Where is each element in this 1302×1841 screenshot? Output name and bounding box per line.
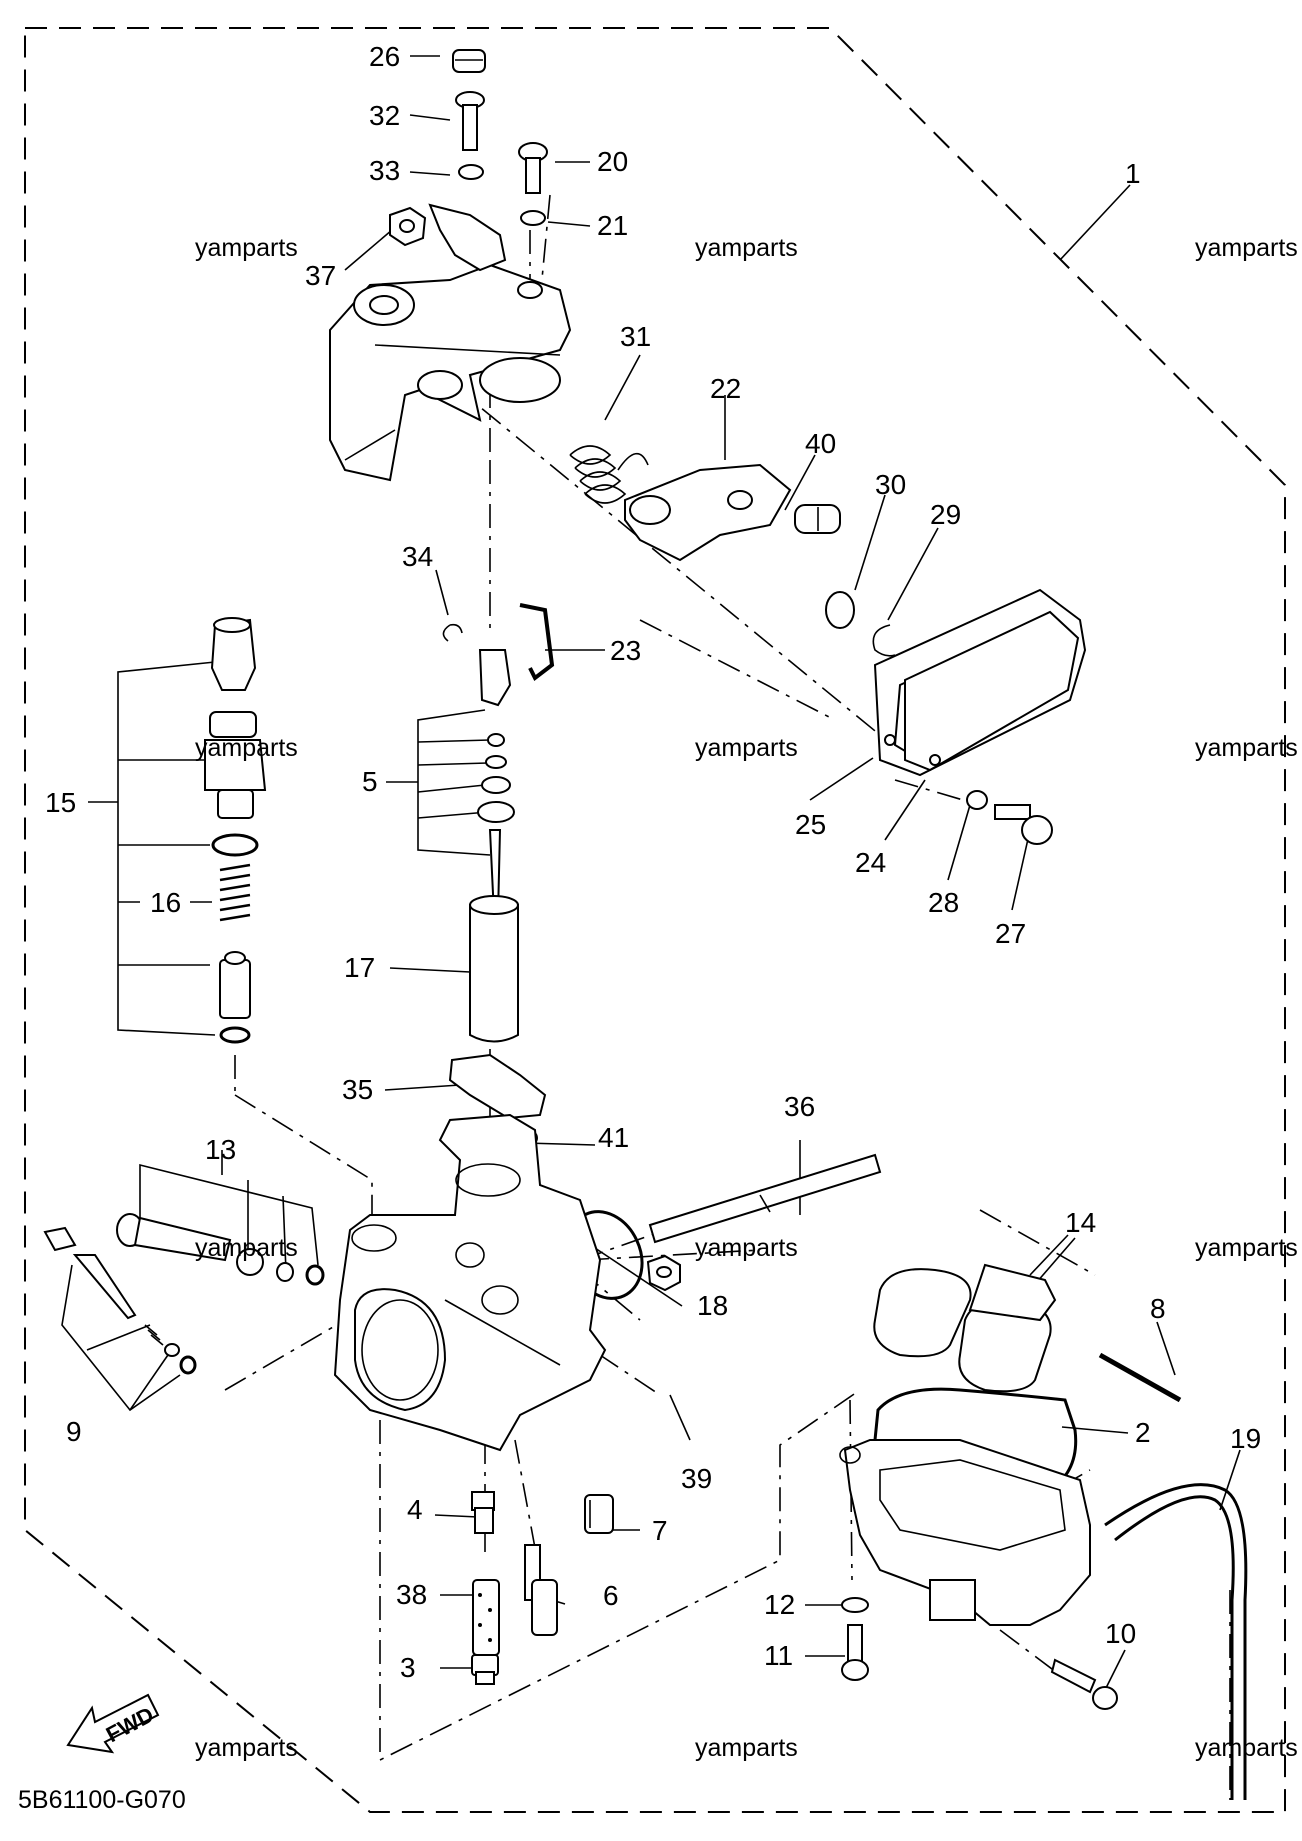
callout-17: 17 [344, 952, 375, 983]
watermark: yamparts [695, 234, 798, 262]
part-carb-body [333, 1113, 607, 1452]
part-35-gasket [448, 1053, 547, 1120]
part-30-washer [825, 591, 855, 629]
callout-32: 32 [369, 100, 400, 131]
watermark: yamparts [1195, 234, 1298, 262]
part-15-assembly [204, 617, 267, 1044]
watermark: yamparts [195, 234, 298, 262]
callout-19: 19 [1230, 1423, 1261, 1454]
callout-26: 26 [369, 41, 400, 72]
part-24-cover [904, 610, 1080, 772]
callout-10: 10 [1105, 1618, 1136, 1649]
part-7-jet [584, 1494, 614, 1534]
part-32-screw [455, 91, 485, 151]
watermark: yamparts [195, 1234, 298, 1262]
watermarks: yamparts yamparts yamparts yamparts yamp… [195, 234, 1298, 1762]
callout-28: 28 [928, 887, 959, 918]
part-13-screw-set [116, 1213, 325, 1286]
watermark: yamparts [695, 734, 798, 762]
fwd-arrow-icon: FWD [66, 1693, 160, 1754]
callout-3: 3 [400, 1652, 416, 1683]
callout-34: 34 [402, 541, 433, 572]
watermark: yamparts [195, 1734, 298, 1762]
diagram-code: 5B61100-G070 [18, 1786, 186, 1814]
part-36-tube [648, 1153, 882, 1244]
callout-30: 30 [875, 469, 906, 500]
part-8-pin [1098, 1352, 1182, 1403]
part-40-screw [794, 504, 841, 534]
part-37-nut [389, 206, 427, 247]
part-17-throttle-valve [469, 895, 519, 1043]
callout-22: 22 [710, 373, 741, 404]
callout-2: 2 [1135, 1417, 1151, 1448]
callout-1: 1 [1125, 158, 1141, 189]
part-10-screw [1050, 1658, 1118, 1710]
callout-9: 9 [66, 1416, 82, 1447]
callout-8: 8 [1150, 1293, 1166, 1324]
callout-41: 41 [598, 1122, 629, 1153]
callout-38: 38 [396, 1579, 427, 1610]
part-33-washer [458, 164, 484, 180]
leader-lines [61, 55, 1241, 1701]
part-4-jet [471, 1491, 495, 1534]
part-20-screw [518, 142, 548, 194]
callout-15: 15 [45, 787, 76, 818]
part-top-housing [329, 203, 572, 482]
callout-24: 24 [855, 847, 886, 878]
callout-23: 23 [610, 635, 641, 666]
part-28-washer [966, 790, 988, 810]
part-9-screw-set [43, 1226, 197, 1375]
part-float-bowl [839, 1439, 1091, 1626]
watermark: yamparts [695, 1734, 798, 1762]
part-12-washer [841, 1597, 869, 1613]
watermark: yamparts [1195, 1734, 1298, 1762]
callout-18: 18 [697, 1290, 728, 1321]
part-34-clip [442, 623, 463, 642]
part-38-tube [472, 1579, 500, 1656]
callout-7: 7 [652, 1515, 668, 1546]
callout-5: 5 [362, 766, 378, 797]
part-23-rod [519, 603, 555, 682]
part-22-lever [624, 463, 792, 562]
watermark: yamparts [695, 1234, 798, 1262]
callout-14: 14 [1065, 1207, 1096, 1238]
callout-36: 36 [784, 1091, 815, 1122]
callout-33: 33 [369, 155, 400, 186]
part-21-washer [520, 210, 546, 226]
callout-27: 27 [995, 918, 1026, 949]
callout-40: 40 [805, 428, 836, 459]
part-6-jet [524, 1544, 558, 1636]
part-39-nut [646, 1254, 681, 1292]
callout-labels: 1 2 3 4 5 6 7 8 9 10 11 12 13 14 15 16 1… [45, 41, 1261, 1683]
callout-25: 25 [795, 809, 826, 840]
callout-39: 39 [681, 1463, 712, 1494]
callout-6: 6 [603, 1580, 619, 1611]
callout-16: 16 [150, 887, 181, 918]
callout-20: 20 [597, 146, 628, 177]
part-27-screw [994, 804, 1053, 845]
callout-4: 4 [407, 1494, 423, 1525]
part-29-clip [872, 624, 896, 657]
callout-37: 37 [305, 260, 336, 291]
watermark: yamparts [1195, 1234, 1298, 1262]
part-19-hose [1104, 1483, 1248, 1800]
callout-12: 12 [764, 1589, 795, 1620]
part-14-float [873, 1263, 1057, 1393]
watermark: yamparts [195, 734, 298, 762]
part-26-cap [452, 49, 486, 73]
callout-13: 13 [205, 1134, 236, 1165]
part-3-jet [471, 1654, 499, 1685]
callout-35: 35 [342, 1074, 373, 1105]
callout-31: 31 [620, 321, 651, 352]
callout-29: 29 [930, 499, 961, 530]
watermark: yamparts [1195, 734, 1298, 762]
callout-21: 21 [597, 210, 628, 241]
part-31-spring [569, 445, 649, 504]
part-5-needle-set [477, 649, 515, 916]
callout-11: 11 [764, 1640, 793, 1671]
part-11-screw [841, 1624, 869, 1681]
